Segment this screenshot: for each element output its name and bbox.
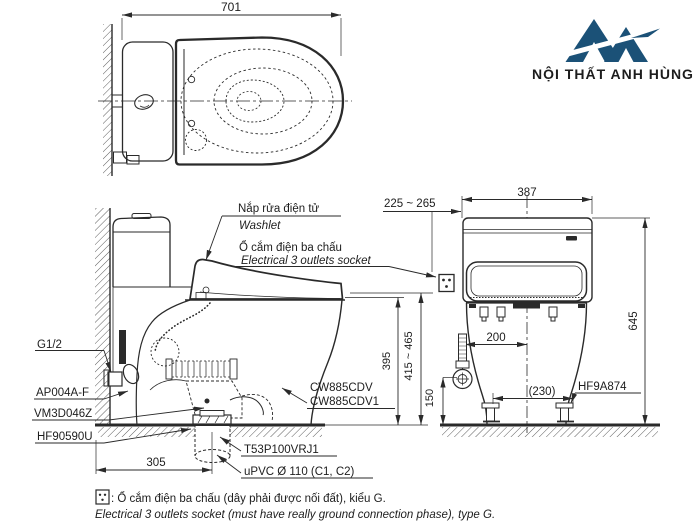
label-hf90590u: HF90590U: [37, 431, 93, 443]
label-model-1: CW885CDV: [310, 382, 373, 394]
label-washlet-en: Washlet: [239, 220, 281, 232]
brand-logo: NỘI THẤT ANH HÙNG: [532, 19, 694, 82]
label-ap004a-f: AP004A-F: [36, 387, 89, 399]
socket-icon: [438, 273, 455, 293]
label-t53p100vrj1: T53P100VRJ1: [244, 444, 319, 456]
footnote: : Ổ cắm điện ba chấu (dây phải được nối …: [95, 489, 495, 521]
label-vm3d046z: VM3D046Z: [34, 408, 92, 420]
dim-seat-top-range: 415 ~ 465: [403, 331, 415, 380]
dim-inlet-to-center: 200: [486, 332, 505, 344]
wall-hatch: [103, 24, 112, 176]
flush-button: [134, 94, 154, 110]
label-socket-en: Electrical 3 outlets socket: [241, 255, 372, 267]
dim-tank-width: 387: [517, 187, 536, 199]
dim-total-height: 645: [628, 311, 640, 330]
label-supply-thread: G1/2: [37, 339, 62, 351]
callout-labels: Nắp rửa điện tử Washlet Ổ cắm điện ba ch…: [32, 202, 437, 479]
socket-icon-small: [95, 489, 110, 505]
top-view: 701: [98, 0, 352, 176]
floor-hatch: [442, 427, 658, 437]
label-hf9a874: HF9A874: [578, 381, 627, 393]
dim-inlet-height: 150: [424, 389, 436, 407]
dim-top-width: 701: [221, 0, 241, 14]
logo-title: NỘI THẤT ANH HÙNG: [532, 65, 694, 82]
footnote-line1: : Ổ cắm điện ba chấu (dây phải được nối …: [111, 492, 386, 505]
dim-wall-to-drain: 305: [146, 457, 165, 469]
dim-bolt-spacing: (230): [529, 386, 556, 398]
label-drain-pipe: uPVC Ø 110 (C1, C2): [244, 466, 355, 478]
label-washlet-vi: Nắp rửa điện tử: [238, 202, 320, 215]
footnote-line2: Electrical 3 outlets socket (must have r…: [95, 509, 495, 521]
label-model-2: CW885CDV1: [310, 396, 379, 408]
dim-bowl-height: 395: [381, 352, 393, 370]
label-socket-vi: Ổ cắm điện ba chấu: [239, 241, 342, 254]
rear-view: 387 225 ~ 265: [383, 187, 660, 437]
wall-hatch: [95, 208, 110, 425]
logo-mark: [558, 19, 660, 62]
dim-wall-to-socket: 225 ~ 265: [384, 198, 435, 210]
